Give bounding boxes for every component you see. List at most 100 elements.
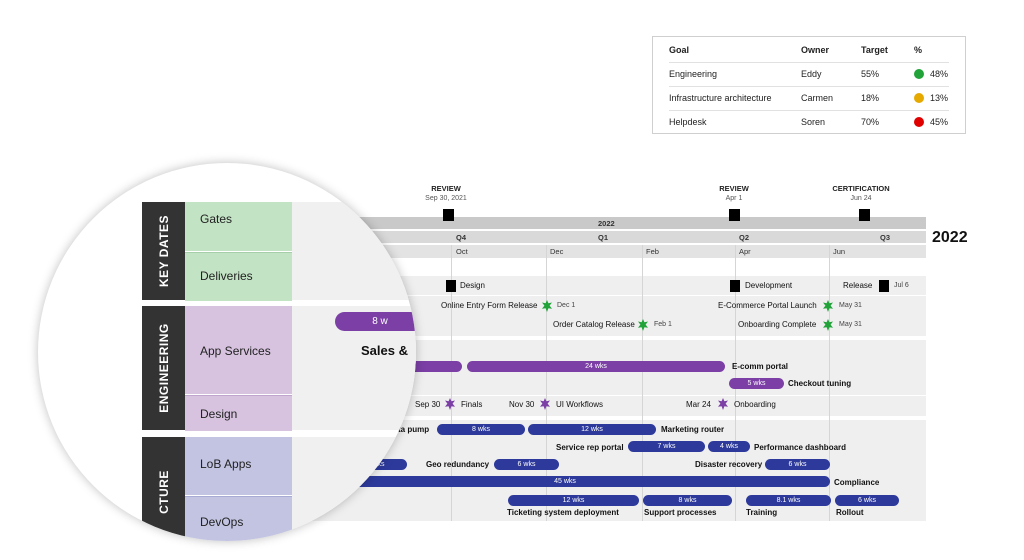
- group-label: KEY DATES: [156, 214, 171, 288]
- goal-name: Helpdesk: [669, 117, 707, 127]
- delivery-marker-icon[interactable]: [879, 280, 889, 292]
- task-name: Disaster recovery: [695, 460, 763, 469]
- milestone-label: E-Commerce Portal Launch: [718, 301, 817, 310]
- goal-owner: Eddy: [801, 69, 822, 79]
- milestone-label: Order Catalog Release: [553, 320, 635, 329]
- milestone-date: Nov 30: [509, 400, 535, 409]
- group-key-dates[interactable]: KEY DATES: [142, 202, 185, 300]
- task-bar[interactable]: 12 wks: [528, 424, 656, 435]
- swimlane-app-services[interactable]: App Services: [185, 306, 292, 394]
- goal-percent: 13%: [930, 93, 949, 103]
- group-engineering[interactable]: ENGINEERING: [142, 306, 185, 430]
- task-bar[interactable]: 8.1 wks: [746, 495, 831, 506]
- swimlane-deliveries[interactable]: Deliveries: [185, 252, 292, 301]
- goal-percent: 48%: [930, 69, 949, 79]
- green-star-icon[interactable]: [822, 300, 834, 312]
- gate-date: Apr 1: [725, 195, 743, 202]
- delivery-marker-icon[interactable]: [730, 280, 740, 292]
- milestone-date: Sep 30: [415, 400, 441, 409]
- delivery-label: Development: [745, 281, 793, 290]
- goals-table: Goal Owner Target % Engineering Eddy 55%…: [652, 36, 966, 134]
- zoomed-task-name: Sales &: [361, 343, 408, 358]
- scale-month-label: Oct: [456, 247, 468, 256]
- task-name: Training: [746, 508, 778, 517]
- scale-year-label: 2022: [598, 219, 615, 228]
- gate-marker-icon[interactable]: [859, 209, 870, 221]
- goal-target: 18%: [861, 93, 880, 103]
- task-name: E-comm portal: [732, 362, 789, 371]
- zoomed-task-bar[interactable]: 8 w: [335, 312, 416, 331]
- scale-month-label: Feb: [646, 247, 659, 256]
- scale-month-row: [292, 245, 926, 258]
- milestone-label: Onboarding: [734, 400, 776, 409]
- year-label: 2022: [932, 229, 968, 246]
- delivery-marker-icon[interactable]: [446, 280, 456, 292]
- scale-quarter-label: Q4: [456, 233, 467, 242]
- group-infrastructure[interactable]: CTURE: [142, 437, 185, 541]
- status-dot-icon: [914, 117, 924, 127]
- scale-quarter-row: [292, 231, 926, 243]
- gate-marker-icon[interactable]: [729, 209, 740, 221]
- goals-header-row: Goal Owner Target %: [669, 39, 949, 61]
- swimlane-label: Deliveries: [200, 269, 253, 283]
- status-dot-icon: [914, 69, 924, 79]
- milestone-date: Feb 1: [654, 321, 672, 328]
- goal-percent: 45%: [930, 117, 949, 127]
- task-bar[interactable]: 5 wks: [729, 378, 784, 389]
- scale-quarter-label: Q2: [739, 233, 750, 242]
- milestone-date: May 31: [839, 302, 862, 309]
- delivery-label: Release: [843, 281, 873, 290]
- gate-date: Jun 24: [850, 195, 872, 202]
- task-bar[interactable]: 4 wks: [708, 441, 750, 452]
- swimlane-lob-apps[interactable]: LoB Apps: [185, 437, 292, 495]
- goal-row[interactable]: Infrastructure architecture Carmen 18% 1…: [669, 86, 949, 109]
- purple-star-icon[interactable]: [444, 398, 456, 410]
- green-star-icon[interactable]: [541, 300, 553, 312]
- task-bar[interactable]: 7 wks: [628, 441, 705, 452]
- task-bar[interactable]: [380, 361, 462, 372]
- task-name: Service rep portal: [556, 443, 624, 452]
- scale-month-label: Dec: [550, 247, 564, 256]
- task-bar[interactable]: 8 wks: [643, 495, 732, 506]
- task-bar[interactable]: 6 wks: [835, 495, 899, 506]
- goal-name: Engineering: [669, 69, 718, 79]
- milestone-date: May 31: [839, 321, 862, 328]
- group-label: CTURE: [156, 470, 171, 514]
- milestone-label: Onboarding Complete: [738, 320, 817, 329]
- task-bar[interactable]: 12 wks: [508, 495, 639, 506]
- task-bar[interactable]: 6 wks: [494, 459, 559, 470]
- gate-marker-icon[interactable]: [443, 209, 454, 221]
- gate-title: REVIEW: [431, 184, 461, 193]
- delivery-date: Jul 6: [894, 282, 909, 289]
- task-bar[interactable]: 24 wks: [467, 361, 725, 372]
- goal-row[interactable]: Helpdesk Soren 70% 45%: [669, 110, 949, 133]
- gridline: [546, 245, 547, 521]
- task-name: Compliance: [834, 478, 880, 487]
- milestone-label: Finals: [461, 400, 483, 409]
- goal-name: Infrastructure architecture: [669, 93, 772, 103]
- header-target: Target: [861, 45, 888, 55]
- swimlane-gates[interactable]: Gates: [185, 202, 292, 251]
- gate-title: CERTIFICATION: [832, 184, 890, 193]
- header-percent: %: [914, 45, 923, 55]
- swimlane-label: Gates: [200, 212, 233, 226]
- task-name: Marketing router: [661, 425, 725, 434]
- task-bar[interactable]: 45 wks: [300, 476, 830, 487]
- swimlane-devops[interactable]: DevOps: [185, 496, 292, 541]
- gridline: [642, 245, 643, 521]
- task-bar[interactable]: 8 wks: [437, 424, 525, 435]
- gridline: [829, 245, 830, 521]
- goal-row[interactable]: Engineering Eddy 55% 48%: [669, 62, 949, 85]
- scale-month-label: Apr: [739, 247, 751, 256]
- swimlane-label: DevOps: [200, 515, 244, 529]
- purple-star-icon[interactable]: [717, 398, 729, 410]
- magnifier-lens: KEY DATES ENGINEERING CTURE Gates Delive…: [38, 163, 416, 541]
- green-star-icon[interactable]: [637, 319, 649, 331]
- green-star-icon[interactable]: [822, 319, 834, 331]
- task-name: Performance dashboard: [754, 443, 847, 452]
- goal-owner: Soren: [801, 117, 826, 127]
- swimlane-design[interactable]: Design: [185, 395, 292, 431]
- purple-star-icon[interactable]: [539, 398, 551, 410]
- goal-target: 70%: [861, 117, 880, 127]
- task-bar[interactable]: 6 wks: [765, 459, 830, 470]
